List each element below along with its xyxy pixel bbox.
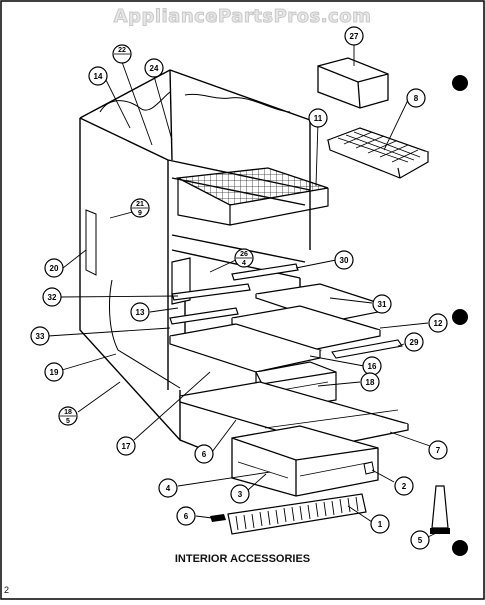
callout-19: 19 <box>44 362 64 382</box>
callout-21-9: 21 9 <box>130 198 150 218</box>
callout-13: 13 <box>130 302 150 322</box>
callout-14: 14 <box>88 66 108 86</box>
crisper-drawer <box>231 425 379 497</box>
svg-text:27: 27 <box>350 32 359 41</box>
grille-screw <box>210 514 226 522</box>
svg-text:17: 17 <box>122 442 131 451</box>
callout-16: 16 <box>362 356 382 376</box>
callout-6-screw: 6 <box>176 506 196 526</box>
svg-text:18: 18 <box>64 409 72 416</box>
page-number: 2 <box>4 585 10 595</box>
svg-text:19: 19 <box>50 368 59 377</box>
svg-text:6: 6 <box>184 512 189 521</box>
callout-11: 11 <box>308 108 328 128</box>
callout-20: 20 <box>44 258 64 278</box>
callout-32: 32 <box>42 287 62 307</box>
cantilever-shelf <box>231 305 381 351</box>
callouts: 22 24 27 14 8 11 <box>30 26 448 550</box>
callout-8: 8 <box>406 88 426 108</box>
callout-1: 1 <box>370 514 390 534</box>
callout-22-8: 22 <box>112 44 132 64</box>
shelf-rails <box>169 257 299 325</box>
watermark: AppliancePartsPros.com <box>113 6 372 28</box>
callout-2: 2 <box>394 476 414 496</box>
svg-text:5: 5 <box>66 418 70 425</box>
svg-text:16: 16 <box>368 362 377 371</box>
svg-text:13: 13 <box>136 308 145 317</box>
callout-18: 18 <box>360 372 380 392</box>
svg-text:30: 30 <box>340 256 349 265</box>
leveling-leg-base <box>430 528 450 534</box>
callout-31: 31 <box>372 294 392 314</box>
svg-text:22: 22 <box>118 47 126 54</box>
callout-26-4: 26 4 <box>234 248 254 268</box>
callout-12: 12 <box>428 313 448 333</box>
registration-dot <box>452 75 468 91</box>
shelf-trim <box>331 339 403 359</box>
callout-30: 30 <box>334 250 354 270</box>
svg-text:4: 4 <box>242 260 246 267</box>
svg-text:1: 1 <box>378 520 383 529</box>
svg-text:4: 4 <box>166 484 171 493</box>
ice-cube-tray <box>326 127 430 179</box>
callout-7: 7 <box>428 440 448 460</box>
crisper-cover <box>179 381 409 447</box>
svg-text:21: 21 <box>136 201 144 208</box>
callout-18-5: 18 5 <box>58 406 78 426</box>
callout-5: 5 <box>410 530 430 550</box>
callout-4: 4 <box>158 478 178 498</box>
freezer-shelf <box>175 167 329 226</box>
svg-text:9: 9 <box>138 210 142 217</box>
diagram-caption: INTERIOR ACCESSORIES <box>174 553 311 565</box>
callout-17: 17 <box>116 436 136 456</box>
svg-text:20: 20 <box>50 264 59 273</box>
svg-text:29: 29 <box>410 338 419 347</box>
svg-text:2: 2 <box>402 482 407 491</box>
svg-text:32: 32 <box>48 293 57 302</box>
callout-33: 33 <box>30 326 50 346</box>
toe-grille <box>227 493 367 535</box>
svg-text:11: 11 <box>314 114 323 123</box>
registration-dot <box>452 540 468 556</box>
svg-text:6: 6 <box>202 450 207 459</box>
callout-29: 29 <box>404 332 424 352</box>
svg-text:3: 3 <box>238 490 243 499</box>
svg-text:26: 26 <box>240 251 248 258</box>
svg-text:12: 12 <box>434 319 443 328</box>
svg-text:7: 7 <box>436 446 441 455</box>
svg-text:31: 31 <box>378 300 387 309</box>
svg-text:18: 18 <box>366 378 375 387</box>
svg-text:33: 33 <box>36 332 45 341</box>
callout-24: 24 <box>144 58 164 78</box>
svg-text:24: 24 <box>150 64 159 73</box>
ice-bin <box>317 57 389 109</box>
callout-6-cover: 6 <box>194 444 214 464</box>
leveling-leg <box>431 485 449 529</box>
svg-text:5: 5 <box>418 536 423 545</box>
callout-3: 3 <box>230 484 250 504</box>
drawer-clip <box>363 461 375 475</box>
registration-dot <box>452 309 468 325</box>
callout-27: 27 <box>344 26 364 46</box>
svg-text:14: 14 <box>94 72 103 81</box>
svg-text:8: 8 <box>414 94 419 103</box>
